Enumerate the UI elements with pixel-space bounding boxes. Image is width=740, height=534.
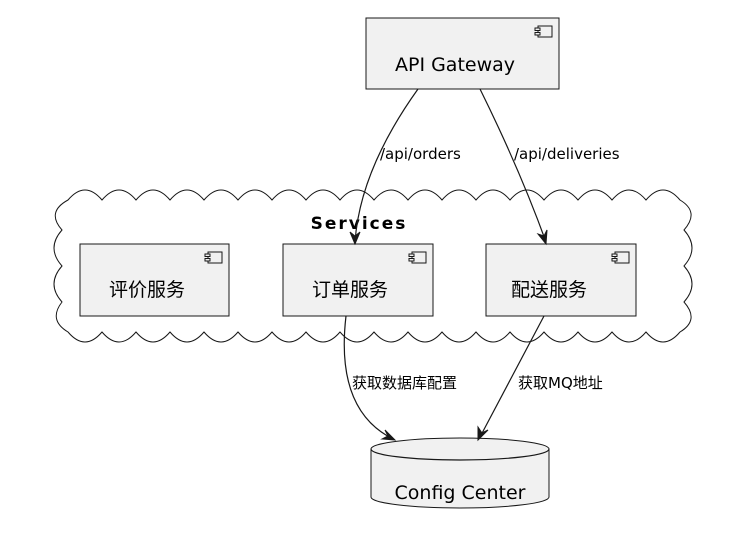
edge-gateway-delivery-label: /api/deliveries — [514, 145, 620, 163]
component-icon — [534, 25, 553, 38]
order-service-node: 订单服务 — [282, 243, 434, 317]
component-icon — [611, 251, 630, 264]
config-center-label: Config Center — [395, 482, 526, 504]
edge-gateway-to-order: /api/orders — [349, 88, 461, 246]
api-gateway-node: API Gateway — [365, 17, 560, 90]
order-service-label: 订单服务 — [312, 279, 388, 301]
delivery-service-node: 配送服务 — [485, 243, 637, 317]
config-center-node: Config Center — [370, 437, 550, 509]
api-gateway-box — [365, 17, 560, 90]
database-cylinder — [370, 437, 550, 509]
services-group-label: Services — [311, 214, 408, 234]
edge-delivery-config-label: 获取MQ地址 — [518, 374, 603, 392]
order-service-box — [282, 243, 434, 317]
database-cylinder-rim — [370, 448, 550, 461]
review-service-node: 评价服务 — [79, 243, 230, 317]
edge-order-config-label: 获取数据库配置 — [352, 374, 457, 392]
edge-gateway-order-label: /api/orders — [380, 145, 461, 163]
edge-gateway-to-delivery: /api/deliveries — [479, 88, 620, 246]
review-service-label: 评价服务 — [109, 279, 185, 301]
edge-delivery-to-config: 获取MQ地址 — [477, 315, 603, 442]
api-gateway-label: API Gateway — [395, 54, 515, 76]
component-icon — [204, 251, 223, 264]
edge-order-to-config: 获取数据库配置 — [343, 315, 457, 441]
delivery-service-box — [485, 243, 637, 317]
component-icon — [408, 251, 427, 264]
delivery-service-label: 配送服务 — [511, 279, 587, 301]
review-service-box — [79, 243, 230, 317]
